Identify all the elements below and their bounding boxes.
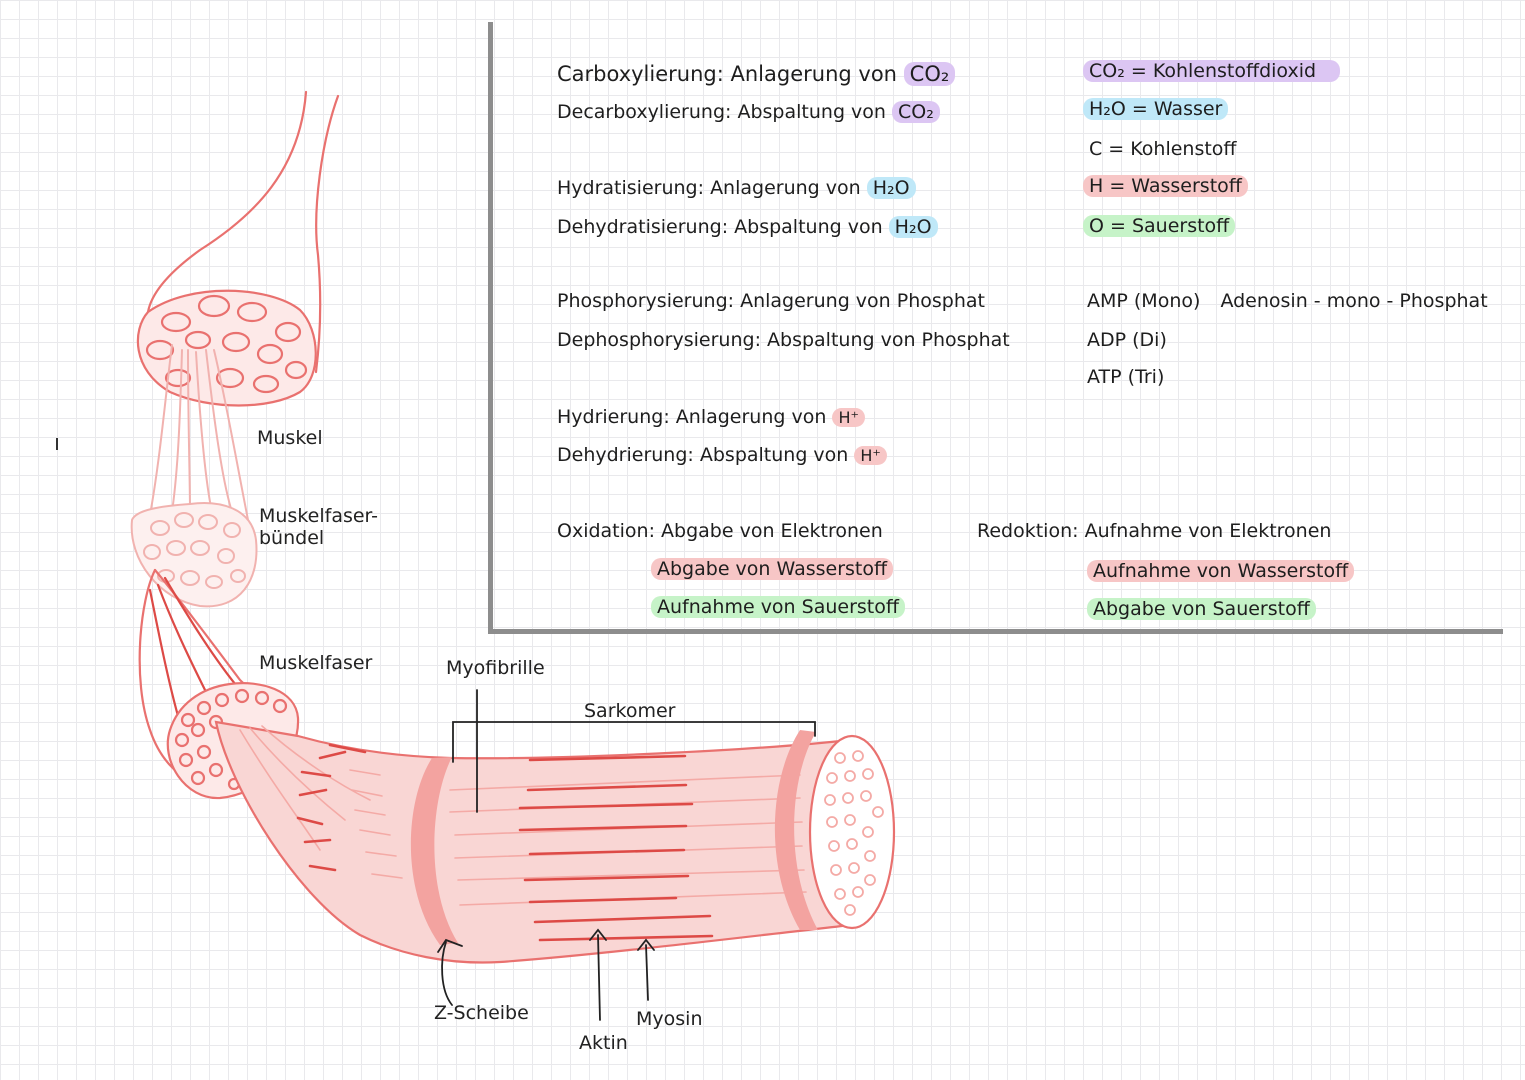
row-oxidation: Oxidation: Abgabe von Elektronen bbox=[557, 520, 883, 542]
nucleotide-atp: ATP (Tri) bbox=[1087, 366, 1165, 388]
nucleotide-amp: AMP (Mono) Adenosin - mono - Phosphat bbox=[1087, 290, 1488, 312]
reduktion-line2: Aufnahme von Wasserstoff bbox=[1087, 559, 1355, 583]
chem-h2o: H₂O bbox=[866, 177, 916, 199]
label-muskel: Muskel bbox=[257, 427, 323, 449]
row-dephosphorylierung: Dephosphorysierung: Abspaltung von Phosp… bbox=[557, 329, 1010, 351]
legend-co2: CO₂ = Kohlenstoffdioxid bbox=[1083, 59, 1341, 83]
legend-c: C = Kohlenstoff bbox=[1089, 138, 1237, 160]
label-myofibrille: Myofibrille bbox=[446, 657, 545, 679]
row-hydrierung: Hydrierung: Anlagerung von H⁺ bbox=[557, 405, 865, 430]
label-muskelfaser: Muskelfaser bbox=[259, 652, 373, 674]
row-reduktion: Redoktion: Aufnahme von Elektronen bbox=[977, 520, 1332, 542]
label-muskelfaserbuendel-1: Muskelfaser- bbox=[259, 505, 379, 527]
oxidation-line3: Aufnahme von Sauerstoff bbox=[651, 595, 905, 619]
annotation-lines bbox=[437, 689, 816, 1021]
stray-mark bbox=[56, 438, 58, 450]
label-aktin: Aktin bbox=[579, 1032, 628, 1054]
term: Carboxylierung bbox=[557, 62, 717, 86]
row-hydratisierung: Hydratisierung: Anlagerung von H₂O bbox=[557, 176, 916, 200]
z-disc-right bbox=[774, 730, 818, 930]
label-sarkomer: Sarkomer bbox=[584, 700, 676, 722]
row-dehydrierung: Dehydrierung: Abspaltung von H⁺ bbox=[557, 443, 887, 468]
nucleotide-adp: ADP (Di) bbox=[1087, 329, 1167, 351]
row-phosphorylierung: Phosphorysierung: Anlagerung von Phospha… bbox=[557, 290, 985, 312]
chem-co2: CO₂ bbox=[892, 101, 940, 123]
label-z-scheibe: Z-Scheibe bbox=[434, 1002, 529, 1024]
oxidation-line2: Abgabe von Wasserstoff bbox=[651, 557, 894, 581]
legend-h: H = Wasserstoff bbox=[1083, 174, 1248, 198]
legend-o: O = Sauerstoff bbox=[1083, 214, 1236, 238]
reduktion-line3: Abgabe von Sauerstoff bbox=[1087, 597, 1316, 621]
muscle-drawing bbox=[136, 90, 340, 407]
legend-h2o: H₂O = Wasser bbox=[1083, 97, 1229, 121]
row-dehydratisierung: Dehydratisierung: Abspaltung von H₂O bbox=[557, 215, 938, 239]
chem-h-plus: H⁺ bbox=[854, 446, 887, 465]
label-muskelfaserbuendel-2: bündel bbox=[259, 527, 325, 549]
label-myosin: Myosin bbox=[636, 1008, 703, 1030]
definitions-box-bottom-border bbox=[488, 629, 1503, 634]
row-carboxylierung: Carboxylierung: Anlagerung von CO₂ bbox=[557, 62, 956, 86]
definitions-box-left-border bbox=[488, 22, 493, 634]
z-disc-left bbox=[410, 757, 458, 945]
chem-co2: CO₂ bbox=[903, 62, 956, 86]
fiber-bundle-drawing bbox=[130, 344, 258, 608]
myofibril-drawing bbox=[214, 720, 896, 964]
chem-h-plus: H⁺ bbox=[832, 408, 865, 427]
row-decarboxylierung: Decarboxylierung: Abspaltung von CO₂ bbox=[557, 100, 940, 124]
chem-h2o: H₂O bbox=[888, 216, 938, 238]
